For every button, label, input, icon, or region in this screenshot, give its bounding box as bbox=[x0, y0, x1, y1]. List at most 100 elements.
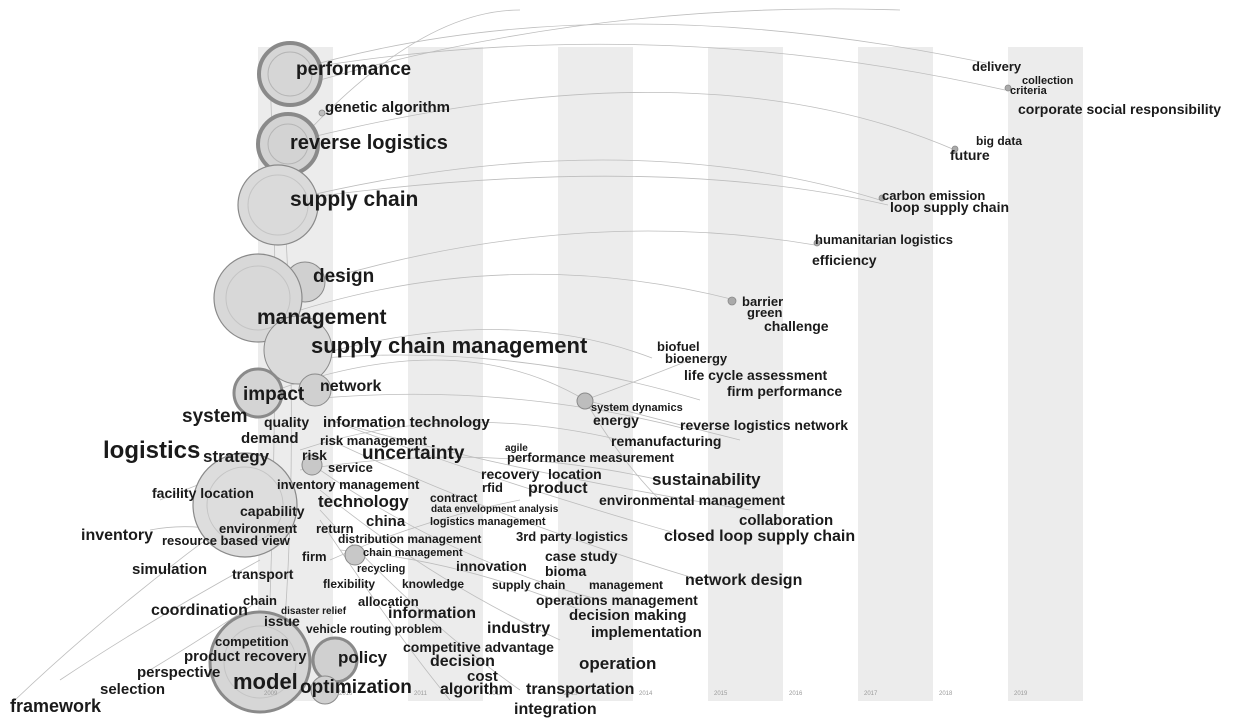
node-model[interactable] bbox=[208, 610, 312, 714]
keyword-corporate-social-responsibility[interactable]: corporate social responsibility bbox=[1018, 101, 1222, 117]
keyword-data-envelopment-analysis[interactable]: data envelopment analysis bbox=[431, 504, 559, 515]
node-network[interactable] bbox=[298, 373, 332, 407]
node-china[interactable] bbox=[344, 544, 366, 566]
keyword-big-data[interactable]: big data bbox=[976, 134, 1023, 148]
keyword-vehicle-routing-problem[interactable]: vehicle routing problem bbox=[306, 622, 443, 636]
node-supply-chain-management[interactable] bbox=[263, 315, 333, 385]
keyword-operations-management[interactable]: operations management bbox=[536, 592, 698, 608]
keyword-service[interactable]: service bbox=[328, 460, 373, 475]
keyword-implementation[interactable]: implementation bbox=[591, 624, 702, 641]
keyword-performance[interactable]: performance bbox=[296, 59, 412, 80]
keyword-management-2[interactable]: management bbox=[589, 578, 664, 592]
keyword-energy[interactable]: energy bbox=[593, 412, 639, 428]
keyword-transport[interactable]: transport bbox=[232, 566, 294, 582]
keyword-supply-chain-2[interactable]: supply chain bbox=[492, 578, 566, 592]
keyword-design[interactable]: design bbox=[313, 266, 375, 287]
keyword-chain-management[interactable]: chain management bbox=[363, 547, 463, 559]
node-system-dynamics[interactable] bbox=[576, 392, 594, 410]
keyword-selection[interactable]: selection bbox=[100, 681, 166, 698]
keyword-optimization[interactable]: optimization bbox=[300, 677, 412, 698]
keyword-operation[interactable]: operation bbox=[579, 654, 657, 673]
keyword-disaster-relief[interactable]: disaster relief bbox=[281, 606, 347, 617]
keyword-capability[interactable]: capability bbox=[240, 503, 305, 519]
keyword-competitive-advantage[interactable]: competitive advantage bbox=[403, 639, 554, 655]
keyword-facility-location[interactable]: facility location bbox=[152, 485, 254, 501]
keyword-product[interactable]: product bbox=[528, 480, 588, 497]
keyword-flexibility[interactable]: flexibility bbox=[323, 577, 376, 591]
keyword-carbon-emission[interactable]: carbon emission bbox=[882, 188, 986, 203]
keyword-algorithm[interactable]: algorithm bbox=[440, 681, 513, 698]
node-risk[interactable] bbox=[301, 454, 323, 476]
node-big-data[interactable] bbox=[951, 145, 959, 153]
keyword-reverse-logistics-network[interactable]: reverse logistics network bbox=[680, 417, 849, 433]
keyword-supply-chain-management[interactable]: supply chain management bbox=[311, 333, 588, 358]
keyword-impact[interactable]: impact bbox=[243, 384, 305, 405]
keyword-environmental-management[interactable]: environmental management bbox=[599, 492, 785, 508]
keyword-integration[interactable]: integration bbox=[514, 701, 597, 718]
keyword-bioenergy[interactable]: bioenergy bbox=[665, 351, 728, 366]
keyword-logistics-management[interactable]: logistics management bbox=[430, 516, 546, 528]
keyword-distribution-management[interactable]: distribution management bbox=[338, 532, 482, 546]
keyword-risk-management[interactable]: risk management bbox=[320, 433, 427, 448]
keyword-transportation[interactable]: transportation bbox=[526, 681, 635, 698]
keyword-strategy[interactable]: strategy bbox=[203, 447, 270, 466]
keyword-loop-supply-chain[interactable]: loop supply chain bbox=[890, 199, 1010, 215]
keyword-firm-performance[interactable]: firm performance bbox=[727, 383, 843, 399]
keyword-cost[interactable]: cost bbox=[467, 668, 498, 685]
keyword-decision[interactable]: decision bbox=[430, 653, 495, 670]
keyword-contract[interactable]: contract bbox=[430, 491, 478, 505]
keyword-genetic-algorithm[interactable]: genetic algorithm bbox=[325, 99, 451, 116]
keyword-information[interactable]: information bbox=[388, 605, 476, 622]
keyword-environment[interactable]: environment bbox=[219, 521, 298, 536]
keyword-uncertainty[interactable]: uncertainty bbox=[362, 443, 465, 464]
keyword-logistics[interactable]: logistics bbox=[103, 437, 201, 464]
node-logistics[interactable] bbox=[192, 452, 298, 558]
node-genetic-algorithm[interactable] bbox=[318, 109, 326, 117]
keyword-risk[interactable]: risk bbox=[302, 447, 327, 463]
keyword-decision-making[interactable]: decision making bbox=[569, 607, 687, 624]
keyword-network-design[interactable]: network design bbox=[685, 572, 803, 589]
keyword-china[interactable]: china bbox=[366, 513, 406, 530]
keyword-collaboration[interactable]: collaboration bbox=[739, 512, 834, 529]
keyword-inventory[interactable]: inventory bbox=[81, 527, 154, 544]
keyword-performance-measurement[interactable]: performance measurement bbox=[507, 450, 674, 465]
keyword-sustainability[interactable]: sustainability bbox=[652, 470, 761, 489]
keyword-life-cycle-assessment[interactable]: life cycle assessment bbox=[684, 367, 828, 383]
keyword-supply-chain[interactable]: supply chain bbox=[290, 188, 419, 211]
keyword-biofuel[interactable]: biofuel bbox=[657, 339, 700, 354]
keyword-recovery[interactable]: recovery bbox=[481, 466, 540, 482]
keyword-remanufacturing[interactable]: remanufacturing bbox=[611, 433, 722, 449]
keyword-perspective[interactable]: perspective bbox=[137, 664, 221, 681]
keyword-issue[interactable]: issue bbox=[264, 613, 300, 629]
keyword-green[interactable]: green bbox=[747, 305, 783, 320]
keyword-demand[interactable]: demand bbox=[241, 430, 299, 447]
keyword-third-party-logistics[interactable]: 3rd party logistics bbox=[516, 529, 628, 544]
keyword-humanitarian-logistics[interactable]: humanitarian logistics bbox=[815, 232, 953, 247]
node-carbon-emission[interactable] bbox=[878, 194, 886, 202]
keyword-information-technology[interactable]: information technology bbox=[323, 414, 490, 431]
keyword-competition[interactable]: competition bbox=[215, 634, 289, 649]
keyword-framework[interactable]: framework bbox=[10, 696, 102, 716]
node-management[interactable] bbox=[213, 253, 303, 343]
keyword-rfid[interactable]: rfid bbox=[482, 480, 503, 495]
node-collection[interactable] bbox=[1004, 84, 1012, 92]
node-impact[interactable] bbox=[232, 367, 284, 419]
keyword-allocation[interactable]: allocation bbox=[358, 594, 419, 609]
keyword-knowledge[interactable]: knowledge bbox=[402, 577, 465, 591]
keyword-reverse-logistics[interactable]: reverse logistics bbox=[290, 132, 448, 154]
keyword-delivery[interactable]: delivery bbox=[972, 59, 1022, 74]
keyword-system-dynamics[interactable]: system dynamics bbox=[591, 402, 683, 414]
node-barrier[interactable] bbox=[727, 296, 737, 306]
keyword-agile[interactable]: agile bbox=[505, 443, 528, 454]
keyword-firm[interactable]: firm bbox=[302, 549, 327, 564]
keyword-efficiency[interactable]: efficiency bbox=[812, 252, 877, 268]
keyword-network[interactable]: network bbox=[320, 378, 382, 395]
keyword-collection[interactable]: collection bbox=[1022, 75, 1074, 87]
keyword-location[interactable]: location bbox=[548, 466, 602, 482]
keyword-coordination[interactable]: coordination bbox=[151, 602, 248, 619]
keyword-recycling[interactable]: recycling bbox=[357, 563, 406, 575]
keyword-model[interactable]: model bbox=[233, 669, 298, 694]
keyword-closed-loop-supply-chain[interactable]: closed loop supply chain bbox=[664, 528, 856, 545]
keyword-resource-based-view[interactable]: resource based view bbox=[162, 533, 290, 548]
keyword-case-study[interactable]: case study bbox=[545, 548, 618, 564]
